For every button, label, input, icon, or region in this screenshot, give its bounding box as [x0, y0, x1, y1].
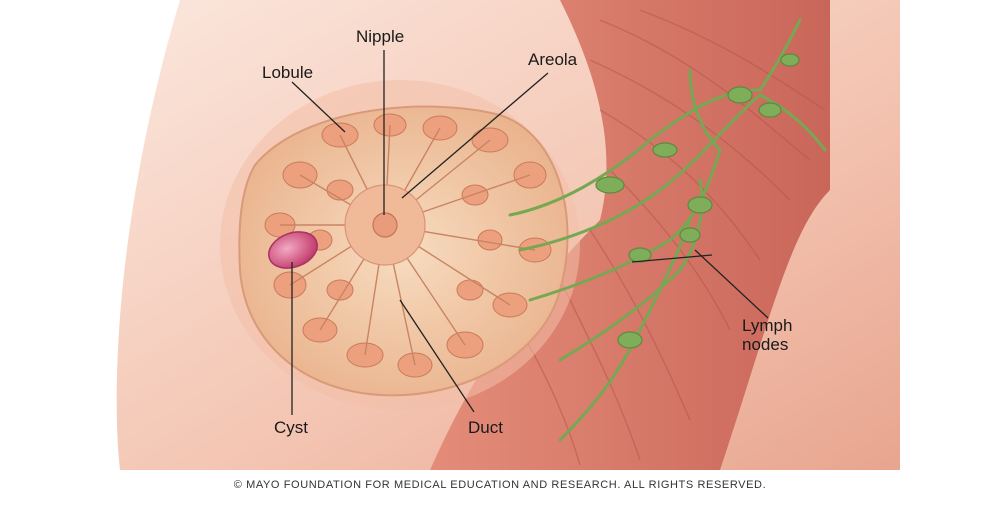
leader-lymph-1: [694, 249, 769, 319]
cyst: [268, 231, 318, 269]
leader-duct: [399, 299, 475, 413]
muscle-fibers: [519, 9, 826, 466]
label-lymph-nodes: Lymph nodes: [742, 316, 793, 354]
leader-lobule: [291, 81, 346, 133]
leader-lines: [291, 50, 769, 415]
label-nipple: Nipple: [356, 27, 405, 46]
leader-lymph-2: [631, 254, 713, 263]
copyright-notice: © MAYO FOUNDATION FOR MEDICAL EDUCATION …: [233, 479, 767, 491]
leader-areola: [401, 72, 549, 199]
label-duct: Duct: [468, 418, 503, 437]
label-cyst: Cyst: [274, 418, 308, 437]
label-lobule: Lobule: [262, 63, 314, 82]
lymph-nodes: [595, 53, 800, 349]
label-areola: Areola: [528, 50, 578, 69]
nipple: [372, 212, 398, 238]
